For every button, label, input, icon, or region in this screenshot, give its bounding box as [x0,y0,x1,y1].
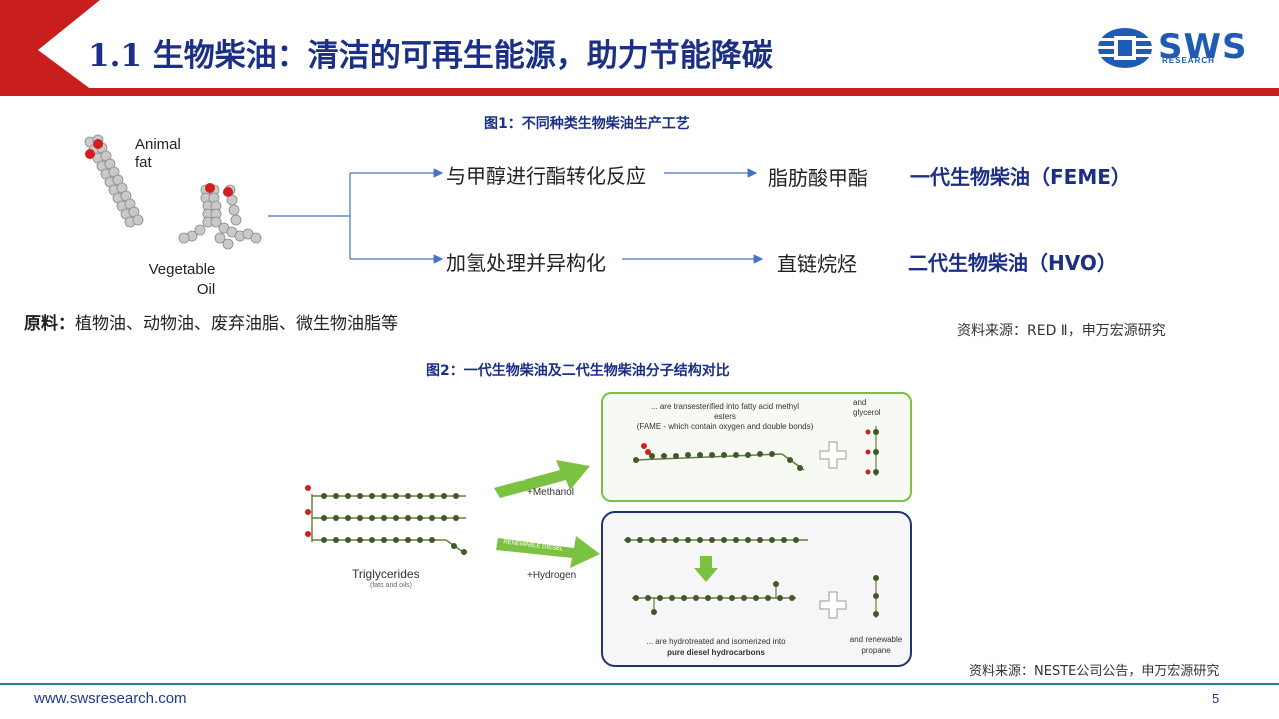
propane-label-line2: propane [861,646,891,655]
logo-subtext: RESEARCH [1162,56,1215,65]
figure1-source: 资料来源：RED Ⅱ，申万宏源研究 [957,323,1166,339]
animal-fat-molecule-icon [84,134,144,228]
process-flow-arrows [268,168,764,264]
raw-materials-label: 原料： [24,314,75,334]
page-title: 1.1 生物柴油：清洁的可再生能源，助力节能降碳 [88,38,773,74]
vegetable-oil-label-line1: Vegetable [148,261,216,278]
renewable-diesel-arrow-icon [496,536,600,568]
figure2-source: 资料来源：NESTE公司公告，申万宏源研究 [969,664,1220,679]
propane-molecule-icon [873,575,879,618]
glycerol-label-line2: glycerol [853,408,881,417]
glycerol-label: and glycerol [853,398,881,418]
vegetable-oil-label-line2: Oil [196,281,216,298]
glycerol-label-line1: and [853,398,867,407]
raw-materials: 原料：植物油、动物油、废弃油脂、微生物油脂等 [24,309,398,334]
glycerol-molecule-icon [865,426,879,476]
logo-text: SWS [1158,27,1248,67]
hvo-desc-line1: ... are hydrotreated and isomerized into [646,637,786,646]
vegetable-oil-molecule-icon [178,183,262,250]
hvo-molecule-bottom-icon [632,581,796,615]
route2-generation: 二代生物柴油（HVO） [908,251,1117,275]
triglycerides-label: Triglycerides [352,567,420,581]
header-banner [0,0,1279,96]
route2-step: 加氢处理并异构化 [446,251,606,275]
vegetable-oil-label: Vegetable Oil [145,260,219,300]
triglyceride-molecule-icon [305,485,467,555]
raw-materials-value: 植物油、动物油、废弃油脂、微生物油脂等 [75,314,398,334]
hvo-molecule-top-icon [624,537,808,543]
hvo-desc-line2: pure diesel hydrocarbons [667,648,765,657]
fame-desc-line1: ... are transesterified into fatty acid … [650,402,800,411]
route1-step: 与甲醇进行酯转化反应 [446,164,646,188]
propane-label: and renewable propane [842,634,910,656]
hvo-description: ... are hydrotreated and isomerized into… [628,636,804,658]
page-number: 5 [1212,691,1220,706]
figure1-caption: 图1：不同种类生物柴油生产工艺 [484,116,690,132]
plus-icon [819,441,847,469]
fame-arrow-icon [494,460,590,498]
plus-icon-2 [819,591,847,619]
fame-desc-line3: (FAME - which contain oxygen and double … [636,422,814,431]
methanol-label: +Methanol [527,487,574,498]
route2-product: 直链烷烃 [777,252,857,276]
route1-product: 脂肪酸甲酯 [768,166,868,190]
figure2-caption: 图2：一代生物柴油及二代生物柴油分子结构对比 [426,363,730,379]
hvo-result-box [601,511,912,667]
footer-url-link[interactable]: www.swsresearch.com [34,690,187,707]
propane-label-line1: and renewable [849,635,903,644]
sws-logo-icon [1098,28,1152,68]
route1-generation: 一代生物柴油（FEME） [910,165,1131,189]
hydrogen-label: +Hydrogen [527,570,577,581]
footer-divider [0,683,1279,685]
fame-result-box [601,392,912,502]
fame-molecule-icon [633,443,805,471]
fame-description: ... are transesterified into fatty acid … [626,402,824,432]
fame-desc-line2: esters [714,412,736,421]
fats-oils-label: (fats and oils) [370,582,413,589]
green-down-arrow-icon [694,556,718,582]
animal-fat-label: Animal fat [135,136,181,171]
